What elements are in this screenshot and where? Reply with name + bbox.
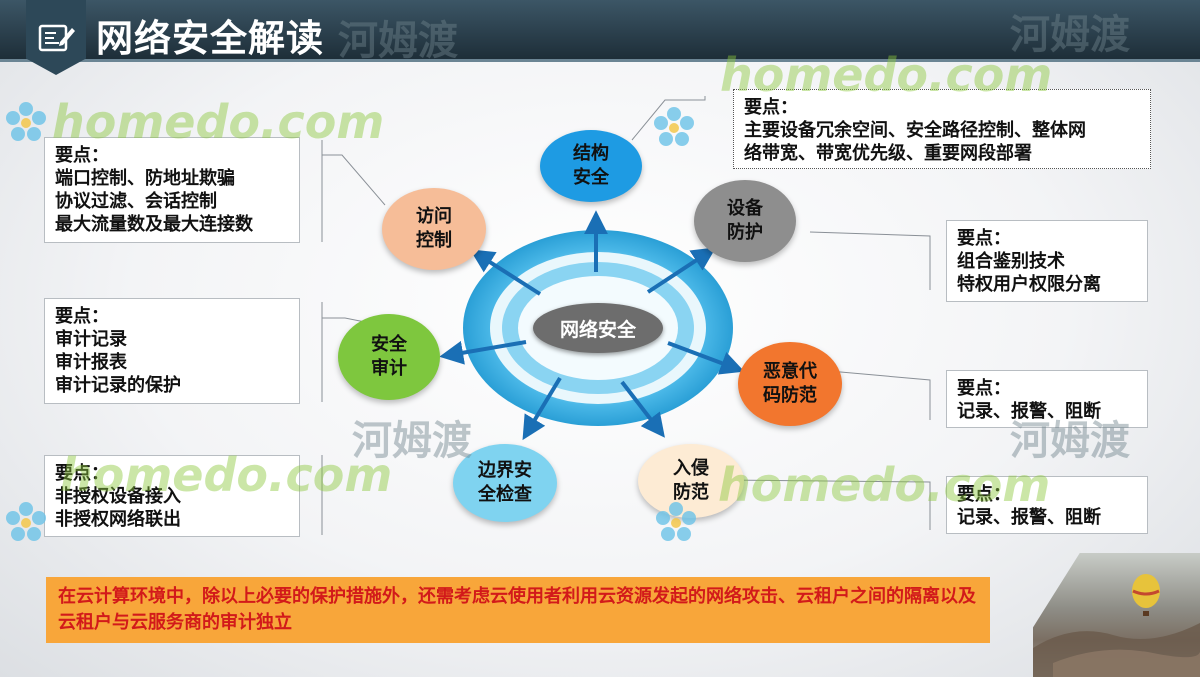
title-bar xyxy=(0,0,1200,62)
box-boundary-check: 要点： 非授权设备接入 非授权网络联出 xyxy=(44,455,300,537)
leader-structure xyxy=(631,96,706,141)
hot-air-balloon-icon xyxy=(1033,574,1200,677)
leader-intrusion xyxy=(717,479,931,530)
node-security-audit: 安全 审计 xyxy=(338,314,440,400)
leader-device xyxy=(809,231,931,290)
box-access-control: 要点： 端口控制、防地址欺骗 协议过滤、会话控制 最大流量数及最大连接数 xyxy=(44,137,300,243)
arrow-access xyxy=(469,249,542,296)
page-title: 网络安全解读 xyxy=(96,17,324,60)
arrow-malware xyxy=(667,341,745,375)
node-boundary-check: 边界安 全检查 xyxy=(453,444,557,522)
box-intrusion-prevention: 要点： 记录、报警、阻断 xyxy=(946,476,1148,534)
arrow-device xyxy=(646,247,717,294)
box-structure-security: 要点： 主要设备冗余空间、安全路径控制、整体网 络带宽、带宽优先级、重要网段部署 xyxy=(733,89,1151,169)
node-intrusion-prevention: 入侵 防范 xyxy=(638,444,744,518)
node-malware-prevention: 恶意代 码防范 xyxy=(738,342,842,426)
leader-access xyxy=(322,154,386,206)
box-device-protection: 要点： 组合鉴别技术 特权用户权限分离 xyxy=(946,220,1148,302)
arrow-audit xyxy=(439,340,527,365)
title-badge xyxy=(26,0,86,75)
leader-malware xyxy=(817,369,931,420)
box-security-audit: 要点： 审计记录 审计报表 审计记录的保护 xyxy=(44,298,300,404)
node-device-protection: 设备 防护 xyxy=(694,180,796,262)
node-structure-security: 结构 安全 xyxy=(540,130,642,202)
arrow-intrusion xyxy=(620,380,665,438)
edit-note-icon xyxy=(38,24,75,52)
arrow-boundary xyxy=(522,376,562,441)
node-access-control: 访问 控制 xyxy=(382,188,486,270)
cloud-note: 在云计算环境中，除以上必要的保护措施外，还需考虑云使用者利用云资源发起的网络攻击… xyxy=(46,577,990,643)
box-malware-prevention: 要点： 记录、报警、阻断 xyxy=(946,370,1148,428)
center-node: 网络安全 xyxy=(533,303,663,353)
